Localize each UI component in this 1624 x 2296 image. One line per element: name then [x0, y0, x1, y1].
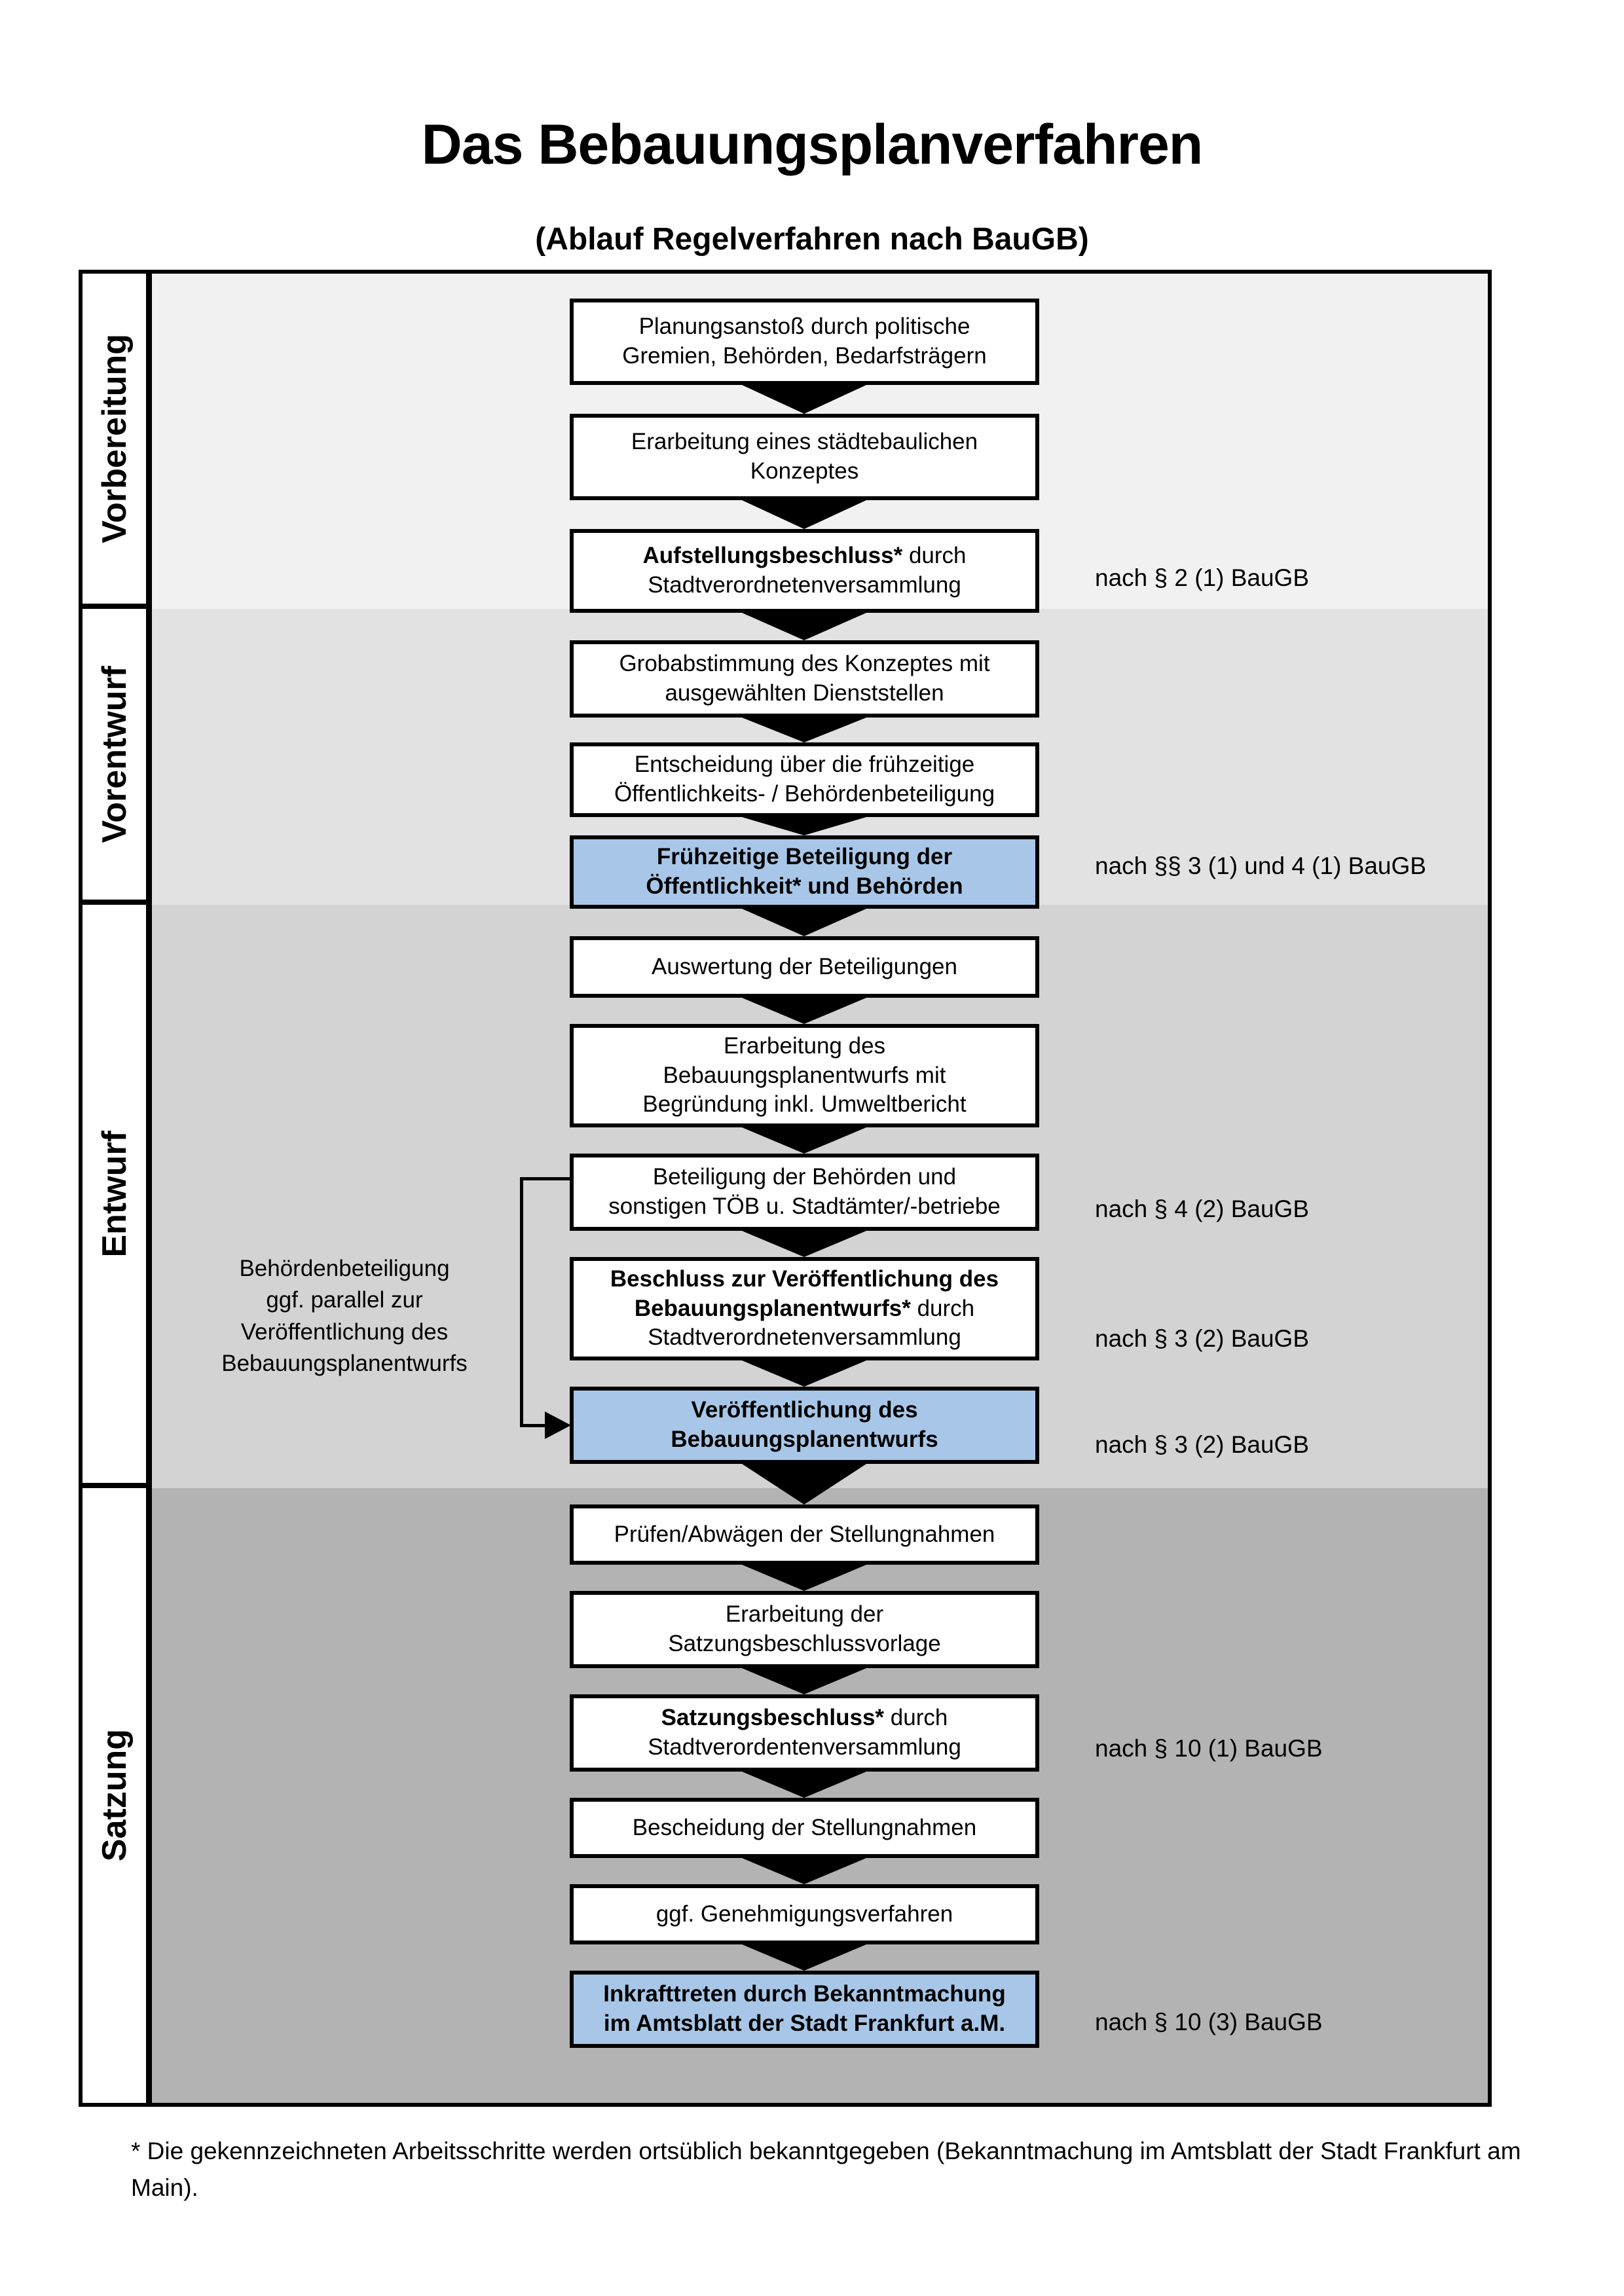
- legal-reference-7: nach § 10 (3) BauGB: [1095, 2009, 1323, 2035]
- down-arrow-icon: [742, 613, 866, 640]
- flow-box-entscheidung-beteiligung: Entscheidung über die frühzeitige Öffent…: [570, 742, 1039, 817]
- phase-label-satzung: Satzung: [83, 1488, 152, 2103]
- legal-reference-3: nach § 4 (2) BauGB: [1095, 1195, 1310, 1222]
- phase-label-text: Satzung: [95, 1729, 134, 1862]
- side-annotation: Behördenbeteiligung ggf. parallel zur Ve…: [221, 1256, 468, 1376]
- flow-box-grobabstimmung: Grobabstimmung des Konzeptes mit ausgewä…: [570, 640, 1039, 718]
- phase-label-vorbereitung: Vorbereitung: [83, 274, 152, 609]
- flow-box-veroeffentlichung-entwurf: Veröffentlichung des Bebauungsplanentwur…: [570, 1387, 1039, 1464]
- down-arrow-icon: [742, 1565, 866, 1591]
- flow-box-inkrafttreten: Inkrafttreten durch Bekanntmachung im Am…: [570, 1971, 1039, 2048]
- phase-label-vorentwurf: Vorentwurf: [83, 609, 152, 905]
- flow-box-erarbeitung-entwurf: Erarbeitung des Bebauungsplanentwurfs mi…: [570, 1024, 1039, 1127]
- flow-box-staedtebauliches-konzept: Erarbeitung eines städtebaulichen Konzep…: [570, 414, 1039, 500]
- down-arrow-icon: [742, 909, 866, 936]
- footnote: * Die gekennzeichneten Arbeitsschritte w…: [131, 2138, 1521, 2201]
- connector-line: [520, 1177, 570, 1180]
- down-arrow-icon: [742, 1944, 866, 1971]
- down-arrow-icon: [742, 1858, 866, 1884]
- flow-box-genehmigungsverfahren: ggf. Genehmigungsverfahren: [570, 1884, 1039, 1944]
- legal-reference-1: nach § 2 (1) BauGB: [1095, 564, 1310, 591]
- phase-label-entwurf: Entwurf: [83, 905, 152, 1488]
- flow-box-bescheidung: Bescheidung der Stellungnahmen: [570, 1798, 1039, 1858]
- down-arrow-icon: [742, 817, 866, 835]
- phase-label-text: Vorentwurf: [95, 665, 134, 843]
- down-arrow-icon: [742, 1772, 866, 1798]
- legal-reference-2: nach §§ 3 (1) und 4 (1) BauGB: [1095, 852, 1426, 879]
- down-arrow-icon: [742, 1464, 866, 1504]
- flow-box-fruehzeitige-beteiligung: Frühzeitige Beteiligung der Öffentlichke…: [570, 835, 1039, 909]
- flow-box-satzungsbeschlussvorlage: Erarbeitung der Satzungsbeschlussvorlage: [570, 1591, 1039, 1668]
- phase-label-text: Entwurf: [95, 1130, 134, 1258]
- legal-reference-5: nach § 3 (2) BauGB: [1095, 1431, 1310, 1458]
- legal-reference-4: nach § 3 (2) BauGB: [1095, 1325, 1310, 1352]
- connector-line: [520, 1424, 550, 1427]
- connector-arrowhead-icon: [545, 1412, 571, 1439]
- down-arrow-icon: [742, 385, 866, 414]
- down-arrow-icon: [742, 1668, 866, 1694]
- page-subtitle: (Ablauf Regelverfahren nach BauGB): [535, 222, 1089, 257]
- flow-box-auswertung: Auswertung der Beteiligungen: [570, 936, 1039, 998]
- flow-box-aufstellungsbeschluss: Aufstellungsbeschluss* durch Stadtverord…: [570, 529, 1039, 613]
- down-arrow-icon: [742, 998, 866, 1024]
- legal-reference-6: nach § 10 (1) BauGB: [1095, 1735, 1323, 1762]
- flow-box-beschluss-veroeffentlichung: Beschluss zur Veröffentlichung des Bebau…: [570, 1257, 1039, 1360]
- down-arrow-icon: [742, 718, 866, 742]
- connector-line: [520, 1177, 523, 1427]
- flow-box-satzungsbeschluss: Satzungsbeschluss* durch Stadtverordente…: [570, 1694, 1039, 1772]
- flow-box-behoerdenbeteiligung: Beteiligung der Behörden und sonstigen T…: [570, 1154, 1039, 1231]
- page-title: Das Bebauungsplanverfahren: [421, 113, 1204, 176]
- flow-box-pruefen-abwaegen: Prüfen/Abwägen der Stellungnahmen: [570, 1504, 1039, 1565]
- down-arrow-icon: [742, 500, 866, 529]
- phase-label-text: Vorbereitung: [95, 334, 134, 543]
- diagram-frame: Vorbereitung Vorentwurf Entwurf Satzung …: [79, 270, 1492, 2107]
- down-arrow-icon: [742, 1360, 866, 1387]
- down-arrow-icon: [742, 1231, 866, 1257]
- down-arrow-icon: [742, 1127, 866, 1154]
- flow-box-planungsanstoss: Planungsanstoß durch politische Gremien,…: [570, 299, 1039, 385]
